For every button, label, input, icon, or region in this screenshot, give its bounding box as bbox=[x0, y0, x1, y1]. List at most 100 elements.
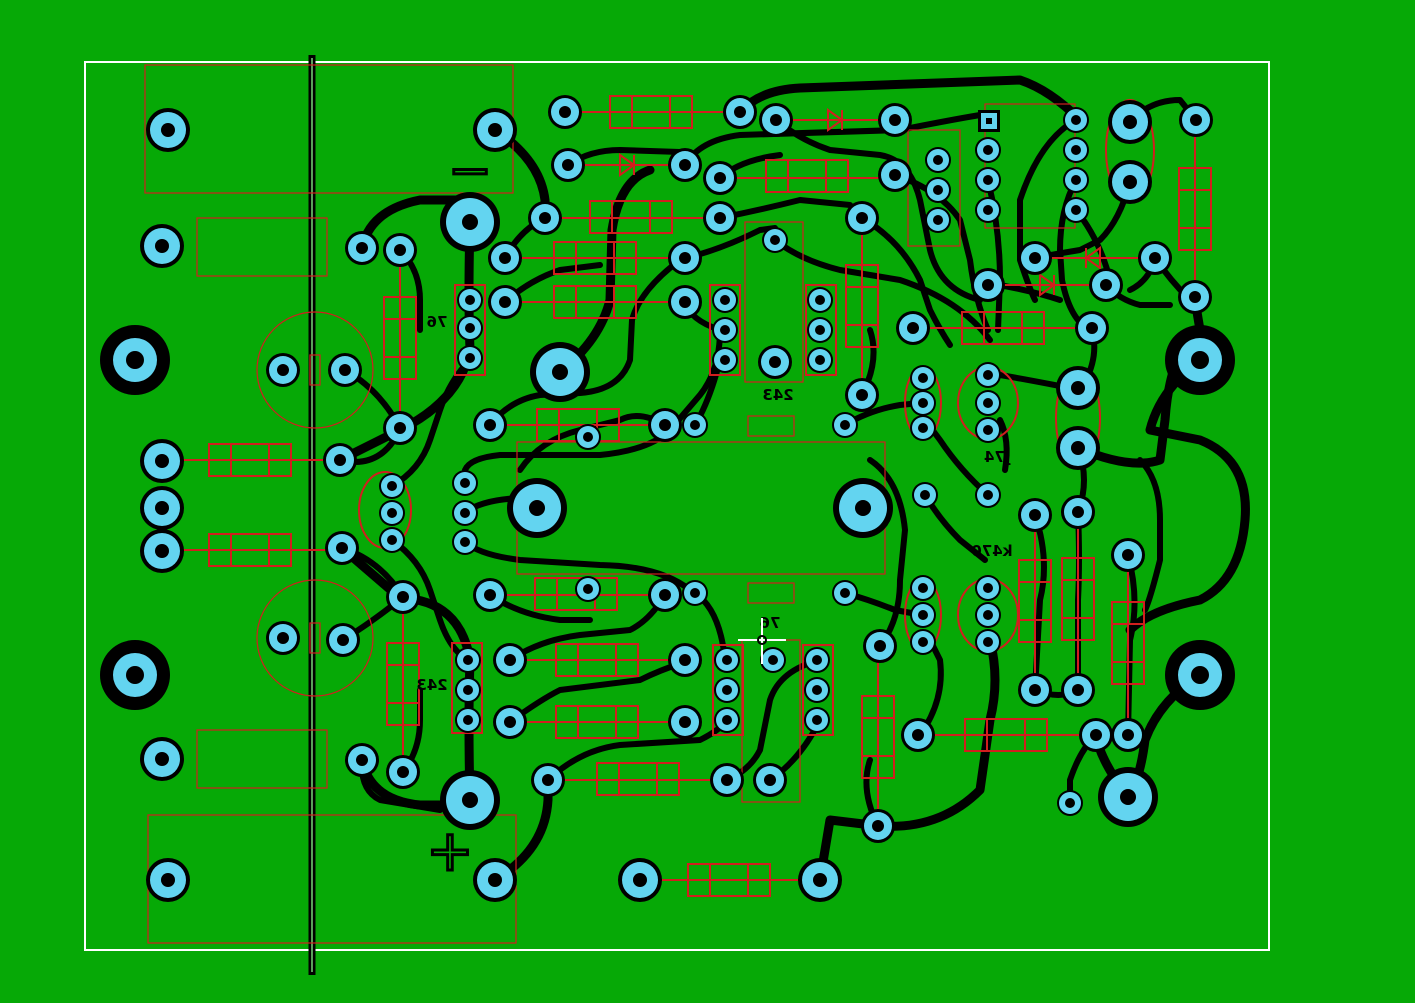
pad bbox=[473, 578, 507, 612]
pad bbox=[712, 347, 738, 373]
pad bbox=[1061, 673, 1095, 707]
pad bbox=[723, 95, 757, 129]
board-outline bbox=[84, 61, 1270, 951]
pad bbox=[710, 763, 744, 797]
pad bbox=[507, 478, 567, 538]
pad bbox=[1057, 790, 1083, 816]
pad bbox=[383, 233, 417, 267]
pad bbox=[528, 201, 562, 235]
pad bbox=[975, 390, 1001, 416]
pad bbox=[1111, 538, 1145, 572]
pad bbox=[488, 241, 522, 275]
pad bbox=[1098, 767, 1158, 827]
pad bbox=[712, 287, 738, 313]
pad bbox=[832, 580, 858, 606]
pad bbox=[379, 500, 405, 526]
pad bbox=[266, 621, 300, 655]
pad bbox=[1108, 100, 1152, 144]
pad bbox=[457, 345, 483, 371]
pad bbox=[1165, 325, 1235, 395]
pad bbox=[146, 108, 190, 152]
pad bbox=[804, 647, 830, 673]
pad bbox=[383, 411, 417, 445]
pad bbox=[452, 500, 478, 526]
diode bbox=[1035, 246, 1155, 270]
resistor bbox=[548, 762, 727, 796]
pad bbox=[379, 527, 405, 553]
pad bbox=[798, 858, 842, 902]
pad bbox=[714, 647, 740, 673]
resistor bbox=[861, 646, 895, 826]
pad bbox=[146, 858, 190, 902]
pad bbox=[379, 473, 405, 499]
resistor bbox=[505, 285, 685, 319]
pad bbox=[440, 770, 500, 830]
pad bbox=[861, 809, 895, 843]
pad bbox=[753, 763, 787, 797]
pad bbox=[832, 412, 858, 438]
silkscreen-layer bbox=[144, 64, 1155, 944]
pad bbox=[452, 470, 478, 496]
pad bbox=[863, 629, 897, 663]
pad bbox=[975, 417, 1001, 443]
pad bbox=[975, 197, 1001, 223]
resistor bbox=[1018, 515, 1052, 690]
pad bbox=[910, 629, 936, 655]
pad bbox=[668, 705, 702, 739]
pad bbox=[975, 482, 1001, 508]
pad bbox=[1018, 241, 1052, 275]
pad bbox=[648, 408, 682, 442]
pad bbox=[455, 647, 481, 673]
pad bbox=[901, 718, 935, 752]
pad bbox=[971, 268, 1005, 302]
pad bbox=[668, 148, 702, 182]
pad bbox=[386, 580, 420, 614]
pad bbox=[975, 602, 1001, 628]
pad bbox=[531, 763, 565, 797]
pad bbox=[833, 478, 893, 538]
crosshair-cursor-icon bbox=[738, 618, 786, 664]
pad bbox=[1075, 311, 1109, 345]
pad bbox=[551, 148, 585, 182]
resistor bbox=[505, 241, 685, 275]
pad bbox=[1056, 426, 1100, 470]
pad bbox=[975, 362, 1001, 388]
pad bbox=[807, 347, 833, 373]
pad bbox=[140, 486, 184, 530]
pad bbox=[1063, 137, 1089, 163]
pad bbox=[845, 201, 879, 235]
pad bbox=[530, 342, 590, 402]
resistors-vertical bbox=[383, 120, 1212, 826]
pad bbox=[455, 707, 481, 733]
pad bbox=[1165, 640, 1235, 710]
pad bbox=[140, 224, 184, 268]
pad bbox=[386, 755, 420, 789]
pad bbox=[1138, 241, 1172, 275]
pad bbox=[804, 677, 830, 703]
pad bbox=[878, 158, 912, 192]
pads-layer bbox=[100, 95, 1235, 902]
square-pad-hole bbox=[986, 118, 992, 124]
resistor bbox=[720, 159, 895, 193]
pad bbox=[762, 227, 788, 253]
pad bbox=[326, 623, 360, 657]
resistors-horizontal bbox=[162, 95, 1096, 897]
pad bbox=[328, 353, 362, 387]
resistor bbox=[640, 863, 820, 897]
pad bbox=[896, 311, 930, 345]
pad bbox=[266, 353, 300, 387]
resistor bbox=[1061, 512, 1095, 690]
pad bbox=[473, 408, 507, 442]
pad bbox=[910, 390, 936, 416]
resistor bbox=[565, 95, 740, 129]
diode bbox=[776, 108, 895, 132]
pad bbox=[100, 640, 170, 710]
pad bbox=[804, 707, 830, 733]
pad bbox=[714, 707, 740, 733]
pad bbox=[1089, 268, 1123, 302]
pad bbox=[682, 412, 708, 438]
pad bbox=[140, 439, 184, 483]
resistor bbox=[845, 218, 879, 395]
pad bbox=[759, 103, 793, 137]
pad bbox=[714, 677, 740, 703]
